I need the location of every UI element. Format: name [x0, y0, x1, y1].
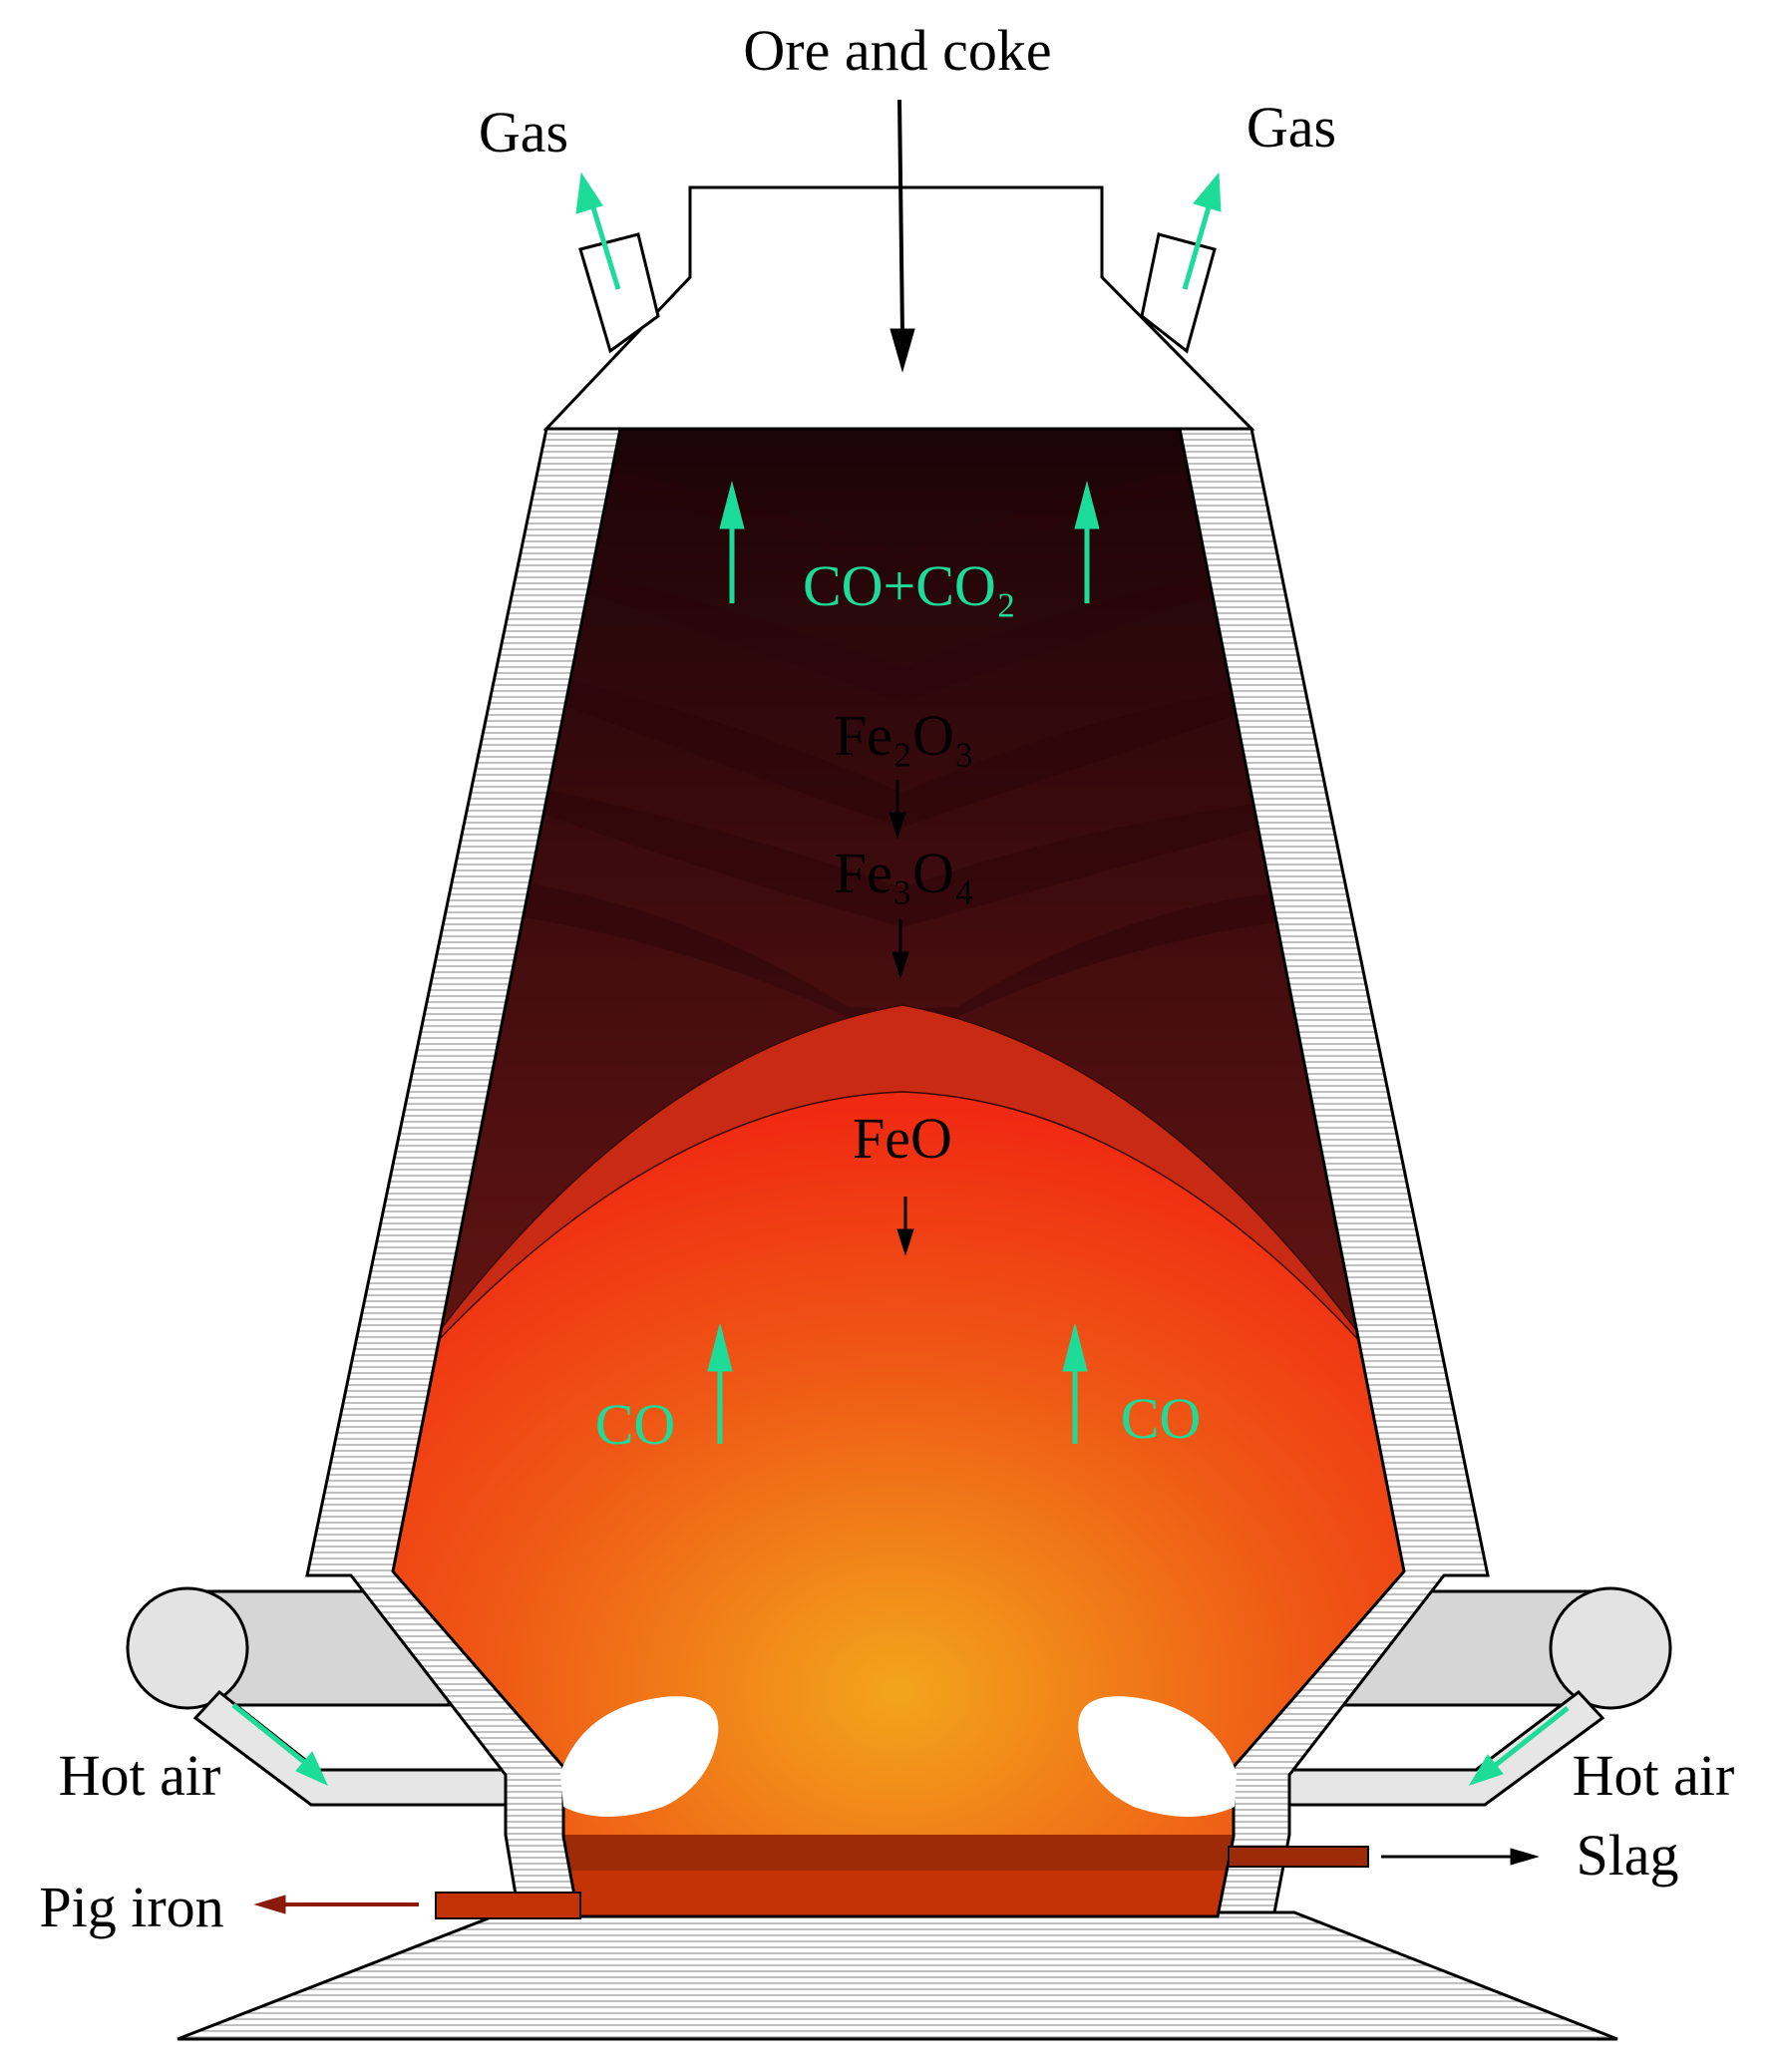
tuyere-flame-left — [560, 1696, 719, 1817]
pig-iron-tap — [435, 1892, 581, 1919]
iron-layer — [558, 1871, 1246, 1916]
label-hot-air-right: Hot air — [1573, 1743, 1735, 1808]
hot-air-arrow-left — [231, 1703, 329, 1787]
label-fe2o3: Fe₂O₃ — [835, 703, 974, 768]
label-gas-right: Gas — [1246, 95, 1336, 160]
slag-output-arrow — [1381, 1848, 1540, 1866]
label-feo: FeO — [853, 1106, 952, 1171]
label-feed: Ore and coke — [743, 18, 1051, 83]
gas-outlet-left — [578, 232, 660, 354]
furnace-throat — [542, 185, 1255, 431]
hot-air-arrow-right — [1468, 1706, 1570, 1786]
label-hot-air-left: Hot air — [59, 1743, 221, 1808]
gas-rise-arrow-upper-right — [1074, 481, 1100, 603]
gas-exit-arrow-left — [575, 172, 621, 290]
label-fe3o4: Fe₃O₄ — [835, 841, 974, 905]
reduction-arrow-1 — [889, 780, 906, 840]
inner-wall-outline — [391, 427, 1406, 1918]
label-gas-left: Gas — [479, 100, 568, 165]
tuyere-flame-right — [1078, 1696, 1237, 1817]
reduction-arrow-3 — [896, 1197, 914, 1256]
slag-layer — [558, 1835, 1246, 1871]
co-rise-arrow-left — [707, 1323, 733, 1444]
co-rise-arrow-right — [1062, 1323, 1088, 1444]
pig-iron-output-arrow — [253, 1895, 419, 1914]
label-co-right: CO — [1121, 1386, 1202, 1451]
gas-exit-arrow-right — [1182, 172, 1222, 290]
reduction-arrow-2 — [891, 919, 909, 979]
slag-tap — [1228, 1846, 1369, 1868]
label-co-left: CO — [595, 1392, 676, 1457]
burden-layers — [524, 469, 1276, 1017]
gas-rise-arrow-upper-left — [719, 481, 745, 603]
furnace-base — [177, 1910, 1618, 2041]
label-top-gas: CO+CO₂ — [803, 553, 1016, 618]
label-pig-iron: Pig iron — [39, 1875, 223, 1939]
label-slag: Slag — [1576, 1823, 1678, 1888]
feed-arrow — [890, 99, 915, 373]
